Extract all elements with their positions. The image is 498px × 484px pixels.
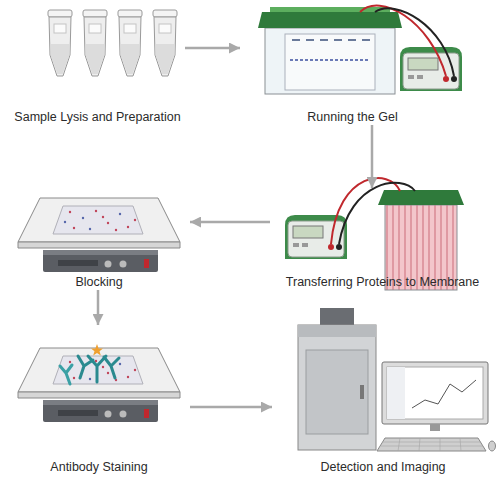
- process-step: Detection and Imaging: [272, 305, 494, 475]
- step-caption: Transferring Proteins to Membrane: [270, 275, 495, 290]
- keyboard-keys: [381, 438, 483, 451]
- monitor-stand: [430, 424, 440, 431]
- microtube: [83, 10, 107, 76]
- red-lead: [360, 6, 446, 76]
- black-lead: [375, 8, 454, 76]
- transfer-lid: [378, 190, 464, 205]
- camera-housing: [320, 308, 354, 326]
- step-caption: Antibody Staining: [8, 460, 190, 475]
- power-supply: [285, 215, 347, 259]
- gel-tank: [265, 28, 395, 94]
- rocker-shaker: [18, 198, 180, 272]
- imager-handle: [360, 385, 364, 399]
- mouse: [489, 441, 496, 451]
- imager-cabinet: [298, 325, 376, 450]
- monitor: [382, 362, 488, 424]
- microtube: [153, 10, 177, 76]
- imager-door: [306, 350, 368, 434]
- antibody: [60, 365, 72, 384]
- dye-front: [290, 59, 370, 61]
- flow-arrow: [371, 125, 374, 188]
- enzyme-label: [91, 344, 103, 356]
- step-caption: Sample Lysis and Preparation: [10, 110, 185, 125]
- antibody: [104, 357, 119, 378]
- gel-wells: [292, 39, 370, 41]
- process-step: Antibody Staining: [8, 325, 190, 475]
- process-step: Sample Lysis and Preparation: [10, 5, 185, 125]
- step-caption: Detection and Imaging: [272, 460, 494, 475]
- process-step: Running the Gel: [240, 0, 465, 125]
- flow-arrow: [185, 47, 240, 50]
- gel-lid: [258, 12, 402, 28]
- rocker-shaker: [18, 348, 180, 422]
- microtube: [48, 10, 72, 76]
- process-step: Transferring Proteins to Membrane: [270, 188, 495, 290]
- gel-plate: [285, 34, 375, 90]
- imager-top: [298, 325, 376, 337]
- microtube: [118, 10, 142, 76]
- step-caption: Running the Gel: [240, 110, 465, 125]
- monitor-screen: [387, 367, 483, 419]
- flow-arrow: [190, 406, 272, 409]
- screen-panel: [387, 367, 405, 419]
- step-caption: Blocking: [8, 275, 190, 290]
- flow-arrow: [97, 290, 100, 325]
- antibodies: [60, 356, 119, 384]
- process-step: Blocking: [8, 188, 190, 290]
- flow-arrow: [190, 221, 270, 224]
- black-lead: [339, 183, 415, 244]
- keyboard: [377, 438, 486, 451]
- antibody: [78, 356, 93, 378]
- screen-plot: [412, 380, 476, 408]
